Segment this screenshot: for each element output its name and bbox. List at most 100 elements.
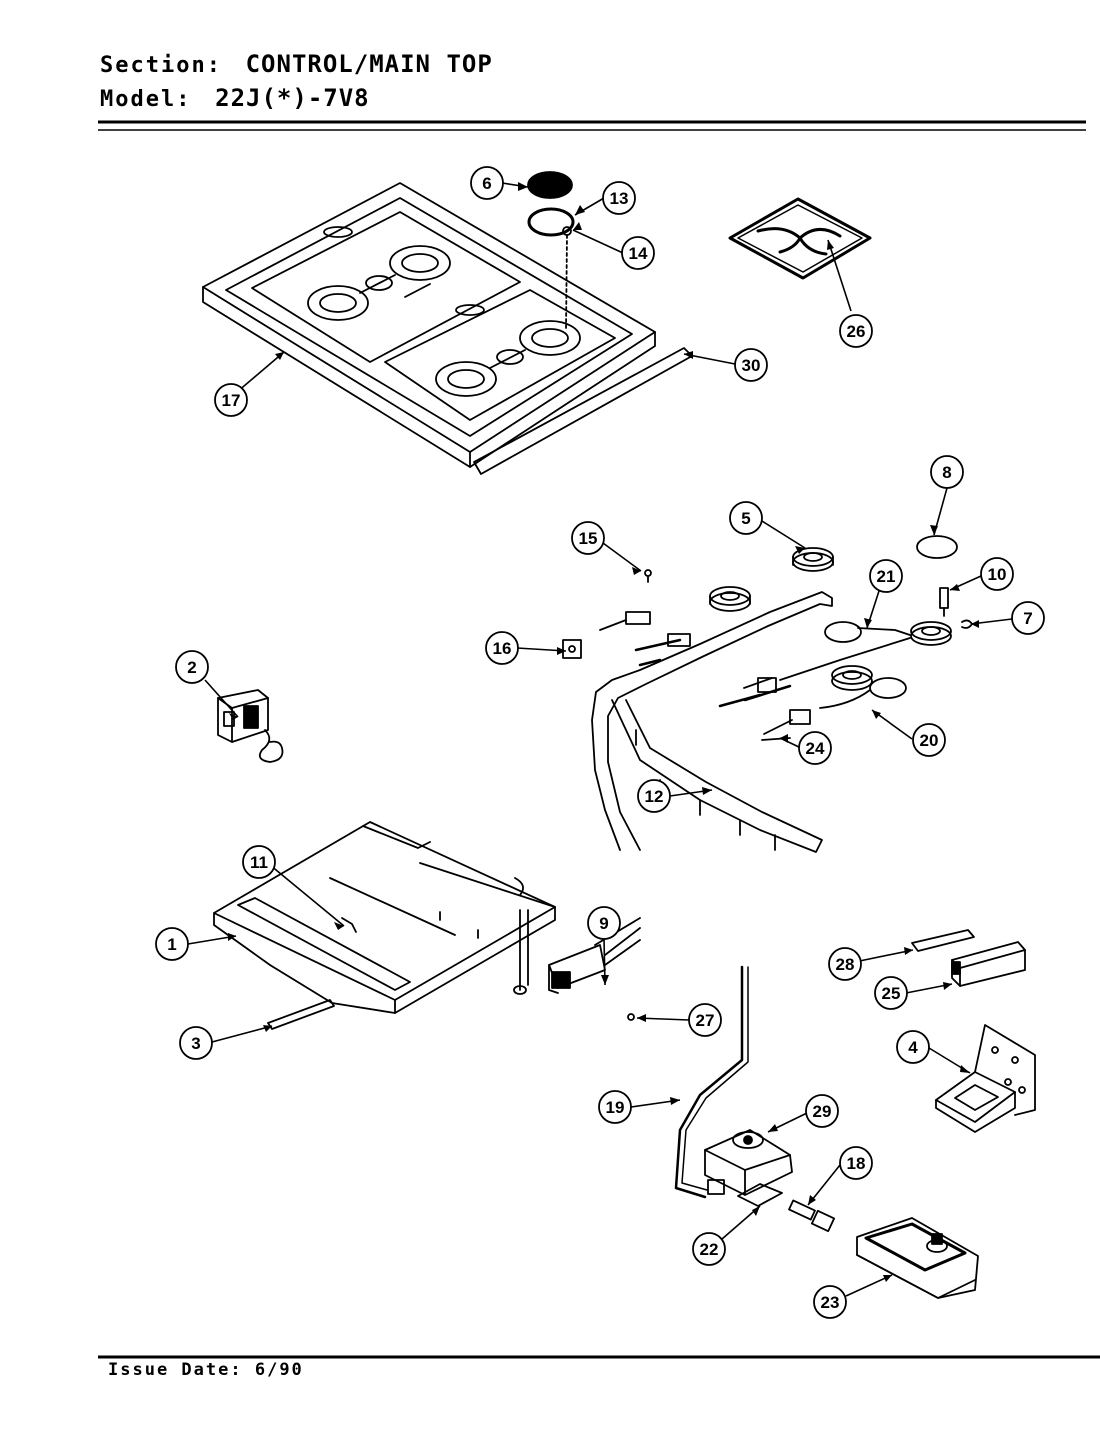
clip-7: [961, 619, 973, 629]
svg-text:22: 22: [700, 1240, 719, 1259]
svg-text:6: 6: [482, 174, 491, 193]
burner-head: [792, 547, 834, 572]
callout-1: 1: [155, 927, 189, 961]
model-header: Model: 22J(*)-7V8: [100, 84, 370, 112]
callout-16: 16: [485, 631, 519, 665]
callout-11: 11: [242, 845, 276, 879]
svg-text:11: 11: [250, 853, 268, 872]
issue-date: Issue Date: 6/90: [108, 1360, 304, 1380]
callout-6: 6: [470, 166, 504, 200]
callout-29: 29: [805, 1094, 839, 1128]
svg-text:13: 13: [610, 189, 629, 208]
svg-text:27: 27: [696, 1011, 715, 1030]
valve-orifices: [599, 611, 811, 735]
svg-text:3: 3: [191, 1034, 200, 1053]
svg-text:18: 18: [847, 1154, 866, 1173]
switch-assembly: [548, 917, 641, 994]
svg-text:5: 5: [741, 509, 750, 528]
burner-cap-black: [527, 171, 573, 199]
svg-text:14: 14: [629, 244, 648, 263]
leader-arrowheads: [228, 182, 979, 1282]
screw-15: [644, 569, 652, 583]
bracket-3: [267, 999, 335, 1030]
svg-text:19: 19: [606, 1098, 625, 1117]
fitting-18: [788, 1199, 836, 1233]
svg-text:12: 12: [645, 787, 664, 806]
section-label: Section:: [100, 53, 222, 78]
callout-19: 19: [598, 1090, 632, 1124]
bracket-28: [911, 929, 975, 952]
gas-tube-inner: [681, 966, 749, 1191]
model-value: 22J(*)-7V8: [215, 84, 370, 112]
svg-text:10: 10: [988, 565, 1007, 584]
issue-date-value: 6/90: [254, 1360, 304, 1380]
svg-text:4: 4: [908, 1038, 918, 1057]
callout-30: 30: [734, 348, 768, 382]
svg-text:17: 17: [222, 391, 241, 410]
callout-8: 8: [930, 455, 964, 489]
callout-13: 13: [602, 181, 636, 215]
svg-text:8: 8: [942, 463, 951, 482]
callout-24: 24: [798, 731, 832, 765]
section-header: Section: CONTROL/MAIN TOP: [100, 50, 493, 78]
burner-head-4: [831, 665, 873, 691]
svg-text:1: 1: [167, 935, 176, 954]
cooktop-main-top: [202, 182, 656, 468]
burner-ring: [527, 207, 575, 237]
callout-2: 2: [175, 650, 209, 684]
svg-text:7: 7: [1023, 609, 1032, 628]
burner-head-3: [910, 621, 952, 646]
mounting-bracket-4: [935, 1024, 1036, 1133]
thermocouple-20: [819, 677, 907, 709]
callout-3: 3: [179, 1026, 213, 1060]
thermocouple-21: [779, 621, 911, 681]
callout-25: 25: [874, 976, 908, 1010]
svg-text:25: 25: [882, 984, 901, 1003]
callout-10: 10: [980, 557, 1014, 591]
callout-4: 4: [896, 1030, 930, 1064]
svg-text:2: 2: [187, 658, 196, 677]
callout-22: 22: [692, 1232, 726, 1266]
callout-18: 18: [839, 1146, 873, 1180]
svg-text:29: 29: [813, 1102, 832, 1121]
svg-text:15: 15: [579, 529, 598, 548]
svg-text:23: 23: [821, 1293, 840, 1312]
callout-7: 7: [1011, 601, 1045, 635]
svg-text:26: 26: [847, 322, 866, 341]
svg-text:28: 28: [836, 955, 855, 974]
screw-14: [562, 226, 572, 331]
callout-9: 9: [587, 906, 621, 940]
callout-20: 20: [912, 723, 946, 757]
callout-17: 17: [214, 383, 248, 417]
svg-text:24: 24: [806, 739, 825, 758]
screw-27: [627, 1013, 635, 1021]
callout-23: 23: [813, 1285, 847, 1319]
svg-text:30: 30: [742, 356, 761, 375]
ignition-module: [217, 689, 284, 763]
manifold-assembly: [591, 591, 833, 853]
plate-22: [737, 1183, 783, 1207]
svg-text:9: 9: [599, 914, 608, 933]
block-25: [951, 941, 1026, 987]
gas-tube: [674, 965, 744, 1199]
valve-block: [856, 1217, 979, 1299]
callout-12: 12: [637, 779, 671, 813]
burner-grate: [728, 197, 872, 280]
callout-27: 27: [688, 1003, 722, 1037]
svg-text:20: 20: [920, 731, 939, 750]
section-value: CONTROL/MAIN TOP: [245, 50, 493, 78]
callout-markers: 1 2 3 4 5 6 7 8 9 10 11 12 13 14 15 16 1…: [155, 166, 1045, 1319]
burner-head-2: [709, 586, 751, 612]
main-panel-1: [213, 821, 556, 1014]
cap-8: [916, 535, 958, 559]
issue-date-label: Issue Date:: [108, 1360, 243, 1380]
callout-26: 26: [839, 314, 873, 348]
svg-text:16: 16: [493, 639, 512, 658]
svg-text:21: 21: [877, 567, 896, 586]
spark-electrode: [939, 587, 949, 617]
callout-15: 15: [571, 521, 605, 555]
pressure-regulator: [704, 1129, 793, 1196]
callout-28: 28: [828, 947, 862, 981]
